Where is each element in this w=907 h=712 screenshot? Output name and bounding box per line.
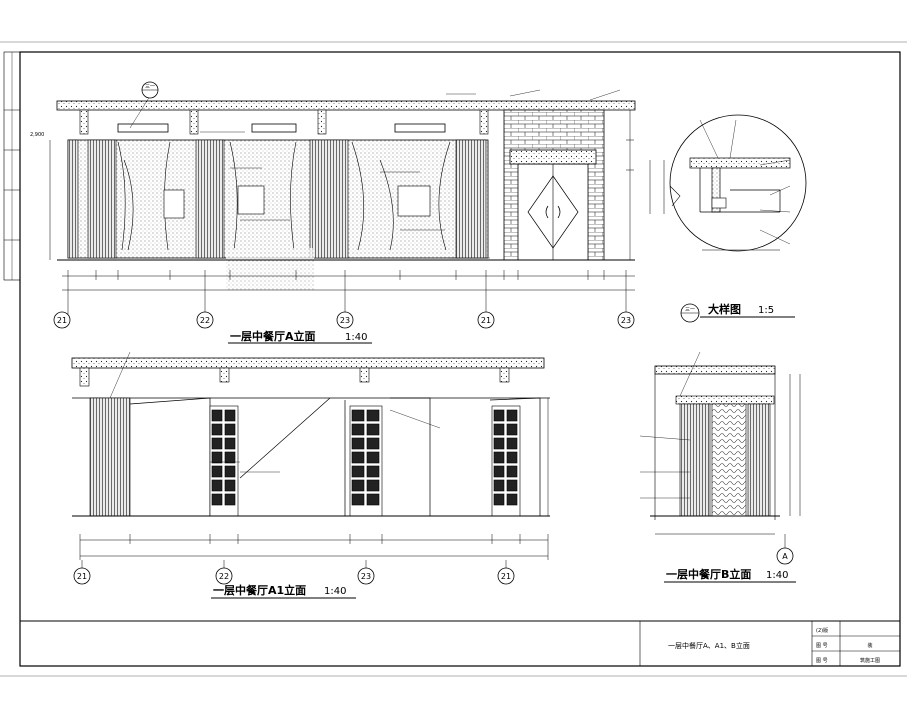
a-axis-5: 23: [621, 316, 631, 325]
a1-axis-1: 21: [77, 572, 87, 581]
title-block-row-2: 图 号: [816, 643, 828, 649]
a1-axis-2: 22: [219, 572, 229, 581]
a-axis-1: 21: [57, 316, 67, 325]
detail-view: 三一 大样图 1:5: [649, 114, 807, 323]
a-elevation-title: 一层中餐厅A立面: [230, 329, 316, 343]
svg-text:2,900: 2,900: [30, 132, 44, 138]
a1-axis-4: 21: [501, 572, 511, 581]
title-block-right-2: 筑施工图: [860, 657, 880, 664]
b-elevation-scale: 1:40: [766, 570, 788, 581]
title-block-row-3: 图 号: [816, 658, 828, 664]
detail-circle: [669, 114, 807, 252]
a-axis-2: 22: [200, 316, 210, 325]
detail-title: 大样图: [708, 302, 741, 316]
a1-elevation-title: 一层中餐厅A1立面: [213, 583, 306, 597]
title-block-right-1: 装: [867, 642, 872, 649]
a1-grid-axes: 21 22 23 21: [73, 560, 515, 585]
title-block: 一层中餐厅A、A1、B立面 (2)版 图 号 图 号 装 筑施工图: [20, 620, 900, 666]
a-axis-3: 23: [340, 316, 350, 325]
a1-glass-block-columns: [209, 405, 521, 517]
title-block-drawing-title: 一层中餐厅A、A1、B立面: [668, 641, 750, 650]
detail-scale: 1:5: [758, 305, 774, 316]
a-elevation: 2,900: [30, 81, 636, 344]
b-axis-a: A: [782, 552, 788, 561]
a-section-callout-label: 三一: [145, 84, 155, 90]
a-ceiling-slab: [56, 100, 636, 111]
a1-elevation: 21 22 23 21 一层中餐厅A1立面 1:40: [71, 351, 550, 599]
detail-callout-label: 三一: [685, 307, 695, 313]
drawing-frame: [19, 51, 901, 667]
a1-axis-3: 23: [361, 572, 371, 581]
a-axis-4: 21: [481, 316, 491, 325]
title-block-row-1: (2)版: [816, 627, 828, 634]
a1-elevation-scale: 1:40: [324, 586, 346, 597]
a-grid-axes: 21 22 23 21 23: [53, 294, 635, 329]
a-elevation-scale: 1:40: [345, 332, 367, 343]
b-elevation: A 一层中餐厅B立面 1:40: [639, 351, 801, 583]
b-elevation-title: 一层中餐厅B立面: [666, 567, 751, 581]
